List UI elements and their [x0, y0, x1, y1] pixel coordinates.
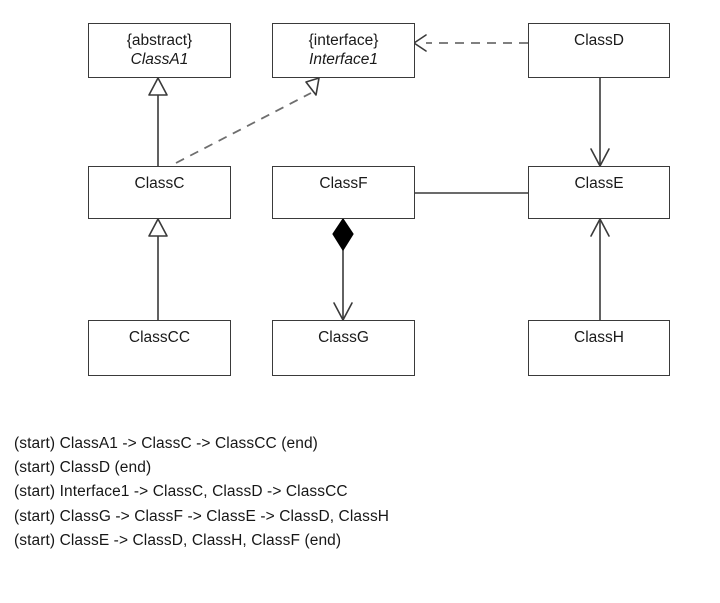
legend-line: (start) ClassE -> ClassD, ClassH, ClassF… [14, 531, 342, 549]
connector-classf-to-classg [332, 218, 354, 321]
path-legend: (start) ClassA1 -> ClassC -> ClassCC (en… [14, 432, 704, 553]
class-name-classd: ClassD [574, 32, 624, 49]
class-name-classa1: ClassA1 [130, 51, 189, 68]
class-box-classf[interactable]: ClassF [272, 166, 415, 219]
legend-line: (start) Interface1 -> ClassC, ClassD -> … [14, 483, 348, 501]
connector-classc-to-interface1 [175, 77, 320, 164]
class-box-classc[interactable]: ClassC [88, 166, 231, 219]
legend-line: (start) ClassA1 -> ClassC -> ClassCC (en… [14, 435, 318, 452]
class-name-classg: ClassG [318, 329, 369, 346]
class-name-interface1: Interface1 [309, 51, 378, 68]
legend-line: (start) ClassG -> ClassF -> ClassE -> Cl… [14, 507, 390, 525]
connector-classh-to-classe [590, 218, 610, 320]
class-box-classcc[interactable]: ClassCC [88, 320, 231, 376]
class-stereotype-interface1: {interface} [308, 32, 379, 49]
class-stereotype-classa1: {abstract} [126, 32, 193, 49]
class-box-classh[interactable]: ClassH [528, 320, 670, 376]
connector-classd-to-interface1 [413, 34, 528, 52]
connector-classc-to-classa1 [148, 77, 168, 166]
class-name-classe: ClassE [574, 175, 624, 192]
class-name-classf: ClassF [319, 175, 368, 192]
class-name-classcc: ClassCC [128, 329, 191, 346]
legend-line: (start) ClassD (end) [14, 459, 152, 477]
class-box-interface1[interactable]: {interface} Interface1 [272, 23, 415, 78]
connector-classcc-to-classc [148, 218, 168, 320]
connector-classd-to-classe [590, 78, 610, 167]
class-box-classa1[interactable]: {abstract} ClassA1 [88, 23, 231, 78]
class-box-classe[interactable]: ClassE [528, 166, 670, 219]
class-name-classc: ClassC [134, 175, 185, 192]
class-box-classg[interactable]: ClassG [272, 320, 415, 376]
class-box-classd[interactable]: ClassD [528, 23, 670, 78]
uml-connector-canvas [148, 34, 610, 321]
class-name-classh: ClassH [574, 329, 624, 346]
